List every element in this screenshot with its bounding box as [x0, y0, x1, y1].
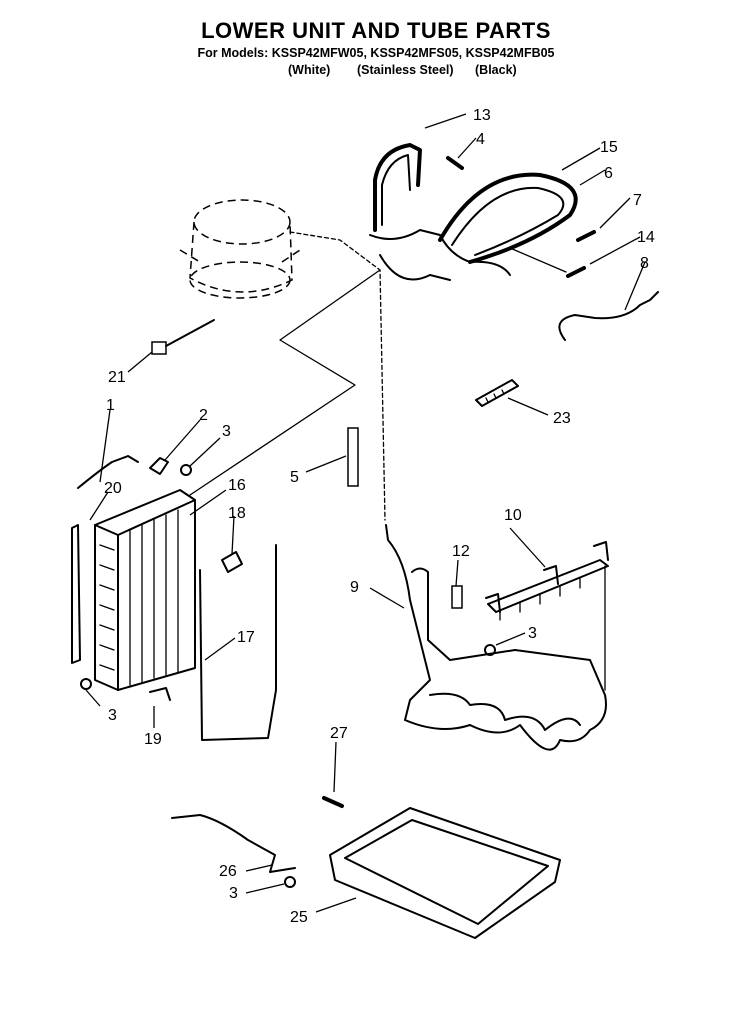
part-19-clip [149, 687, 171, 701]
part-16-condenser [94, 489, 196, 691]
callout-10: 10 [504, 507, 522, 524]
part-3-screw-a [180, 464, 192, 476]
page-title: LOWER UNIT AND TUBE PARTS [201, 18, 551, 43]
part-3-screw-d [284, 876, 296, 888]
part-21-thermistor [151, 319, 215, 355]
part-25-drain-pan [329, 807, 561, 939]
callout-15: 15 [600, 139, 618, 156]
models-line: For Models: KSSP42MFW05, KSSP42MFS05, KS… [197, 46, 555, 60]
part-10-rail [485, 541, 609, 691]
callouts: 13 4 15 6 7 14 8 21 23 1 2 3 5 20 16 18 … [104, 107, 655, 926]
callout-14: 14 [637, 229, 655, 246]
callout-3c: 3 [528, 625, 537, 642]
callout-1: 1 [106, 397, 115, 414]
color-label-black: (Black) [475, 63, 517, 77]
callout-4: 4 [476, 131, 485, 148]
leader-lines [85, 113, 646, 913]
callout-16: 16 [228, 477, 246, 494]
callout-8: 8 [640, 255, 649, 272]
callout-20: 20 [104, 480, 122, 497]
callout-5: 5 [290, 469, 299, 486]
part-7-connector [576, 230, 596, 242]
part-15-loop-tube [438, 172, 578, 276]
part-5-tube [347, 427, 359, 487]
wiring-route [189, 269, 381, 496]
suction-tube-phantom [289, 231, 386, 521]
part-18-clip [221, 551, 243, 573]
callout-17: 17 [237, 629, 255, 646]
callout-26: 26 [219, 863, 237, 880]
callout-3d: 3 [229, 885, 238, 902]
part-26-tube [171, 814, 296, 873]
callout-2: 2 [199, 407, 208, 424]
part-9-heater [385, 524, 607, 751]
callout-7: 7 [633, 192, 642, 209]
part-12-sleeve [451, 585, 463, 609]
part-3-screw-b [80, 678, 92, 690]
callout-25: 25 [290, 909, 308, 926]
callout-18: 18 [228, 505, 246, 522]
part-23-clip [475, 379, 519, 407]
part-27-connector [322, 796, 344, 808]
callout-12: 12 [452, 543, 470, 560]
part-13-tube-assembly [369, 143, 471, 281]
color-label-white: (White) [288, 63, 331, 77]
part-20-bracket [71, 524, 81, 664]
callout-27: 27 [330, 725, 348, 742]
callout-3a: 3 [222, 423, 231, 440]
callout-9: 9 [350, 579, 359, 596]
callout-19: 19 [144, 731, 162, 748]
part-8-wire [558, 291, 659, 341]
callout-23: 23 [553, 410, 571, 427]
part-3-screw-c [484, 644, 496, 656]
callout-13: 13 [473, 107, 491, 124]
part-17-tube [199, 544, 277, 741]
callout-21: 21 [108, 369, 126, 386]
part-2-bracket [149, 457, 169, 475]
callout-3b: 3 [108, 707, 117, 724]
color-label-stainless: (Stainless Steel) [357, 63, 454, 77]
part-14-connector [566, 266, 586, 278]
callout-6: 6 [604, 165, 613, 182]
part-4-connector [446, 156, 464, 170]
compressor-phantom [179, 199, 301, 299]
